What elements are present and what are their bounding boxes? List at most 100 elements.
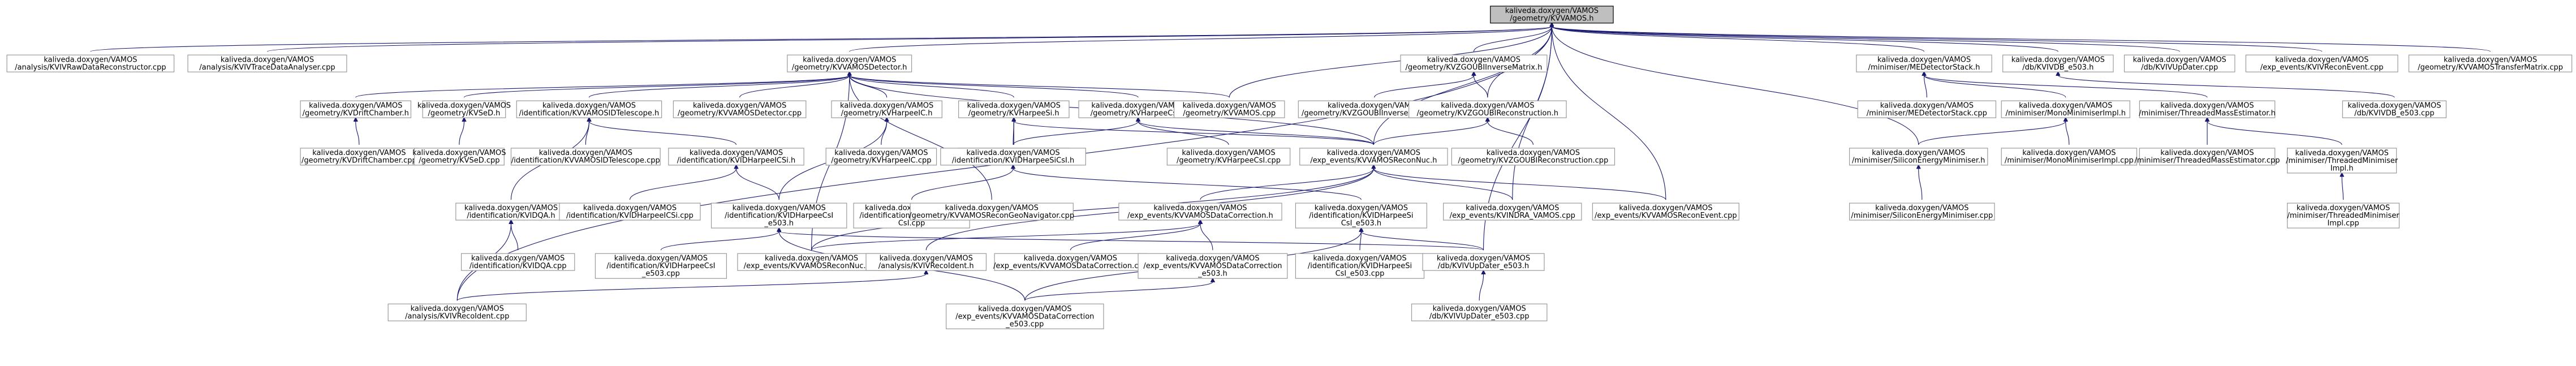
graph-node[interactable]: kaliveda.doxygen/VAMOS/analysis/KVIVTrac… [187, 54, 347, 72]
graph-node[interactable]: kaliveda.doxygen/VAMOS/minimiser/Silicon… [1849, 148, 1988, 166]
graph-node[interactable]: kaliveda.doxygen/VAMOS/analysis/KVIVReco… [387, 303, 527, 321]
graph-node[interactable]: kaliveda.doxygen/VAMOS/geometry/KVZGOUBI… [1400, 54, 1548, 72]
node-label: /identification/KVIDHarpeeSiCsI.h [952, 157, 1074, 165]
graph-node[interactable]: kaliveda.doxygen/VAMOS/db/KVIVDB_e503.cp… [2342, 100, 2447, 118]
graph-node[interactable]: kaliveda.doxygen/VAMOS/identification/KV… [516, 100, 662, 118]
graph-node[interactable]: kaliveda.doxygen/VAMOS/geometry/KVHarpee… [958, 100, 1070, 118]
edge-idharpeecsi_e503_h-idharpeecsi_e503_cpp [660, 231, 779, 251]
graph-node[interactable]: kaliveda.doxygen/VAMOS/minimiser/MEDetec… [1856, 54, 1992, 72]
graph-node[interactable]: kaliveda.doxygen/VAMOS/identification/KV… [460, 253, 575, 271]
graph-node[interactable]: kaliveda.doxygen/VAMOS/identification/KV… [710, 203, 847, 229]
graph-node[interactable]: kaliveda.doxygen/VAMOS/minimiser/Threade… [2286, 148, 2398, 174]
graph-node[interactable]: kaliveda.doxygen/VAMOS/geometry/KVVAMOSR… [909, 203, 1074, 221]
node-label: /exp_events/KVVAMOSDataCorrection [955, 312, 1094, 321]
graph-node[interactable]: kaliveda.doxygen/VAMOS/exp_events/KVVAMO… [1138, 253, 1288, 279]
graph-node[interactable]: kaliveda.doxygen/VAMOS/identification/KV… [455, 203, 567, 221]
graph-node[interactable]: kaliveda.doxygen/VAMOS/identification/KV… [595, 253, 727, 279]
edge-vamosdet_h-driftchamber_h [355, 75, 850, 98]
node-box [455, 203, 567, 221]
node-box [2139, 100, 2276, 118]
graph-node[interactable]: kaliveda.doxygen/VAMOS/geometry/KVVAMOSD… [787, 54, 912, 72]
graph-node[interactable]: kaliveda.doxygen/VAMOS/db/KVIVUpDater_e5… [1422, 253, 1545, 271]
graph-node[interactable]: kaliveda.doxygen/VAMOS/geometry/KVHarpee… [825, 148, 937, 166]
graph-node[interactable]: kaliveda.doxygen/VAMOS/exp_events/KVINDR… [1443, 203, 1582, 221]
node-label: kaliveda.doxygen/VAMOS [2160, 149, 2254, 157]
graph-node[interactable]: kaliveda.doxygen/VAMOS/db/KVIVUpDater.cp… [2123, 54, 2235, 72]
node-box [595, 253, 727, 279]
graph-node[interactable]: kaliveda.doxygen/VAMOS/exp_events/KVVAMO… [737, 253, 886, 271]
node-label: kaliveda.doxygen/VAMOS [840, 101, 933, 110]
graph-node[interactable]: kaliveda.doxygen/VAMOS/geometry/KVZGOUBI… [1408, 100, 1567, 118]
graph-node[interactable]: kaliveda.doxygen/VAMOS/geometry/KVVAMOSD… [673, 100, 807, 118]
graph-node[interactable]: kaliveda.doxygen/VAMOS/geometry/KVDriftC… [300, 148, 419, 166]
graph-node[interactable]: kaliveda.doxygen/VAMOS/geometry/KVVAMOST… [2408, 54, 2573, 72]
graph-node[interactable]: kaliveda.doxygen/VAMOS/minimiser/Threade… [2139, 100, 2276, 118]
graph-node[interactable]: kaliveda.doxygen/VAMOS/geometry/KVSeD.cp… [412, 148, 506, 166]
graph-node[interactable]: kaliveda.doxygen/VAMOS/db/KVIVUpDater_e5… [1411, 303, 1548, 321]
node-label: kaliveda.doxygen/VAMOS [1872, 149, 1965, 157]
node-box [994, 253, 1147, 271]
graph-node[interactable]: kaliveda.doxygen/VAMOS/identification/KV… [1295, 203, 1428, 229]
edges-layer [90, 27, 2491, 301]
graph-node[interactable]: kaliveda.doxygen/VAMOS/exp_events/KVVAMO… [946, 303, 1104, 329]
edge-zgoubi_rec_h-reconnuc_h [1373, 121, 1487, 145]
edge-idharpeesicsi_h-idharpeesicsi_cpp [911, 169, 1013, 200]
edge-harpeecsi_h-harpeecsi_cpp [1138, 121, 1229, 145]
graph-node[interactable]: kaliveda.doxygen/VAMOS/minimiser/Threade… [2287, 203, 2400, 229]
node-label: kaliveda.doxygen/VAMOS [967, 101, 1061, 110]
node-label: kaliveda.doxygen/VAMOS [2011, 55, 2105, 64]
node-label: _e503.h [764, 219, 794, 228]
graph-node[interactable]: kaliveda.doxygen/VAMOS/geometry/KVHarpee… [831, 100, 942, 118]
edge-vamosdet_h-recongeonav [850, 75, 992, 200]
graph-node[interactable]: kaliveda.doxygen/VAMOS/identification/KV… [510, 148, 661, 166]
node-label: /minimiser/MonoMinimiserImpl.h [2006, 109, 2126, 118]
node-label: /analysis/KVIVRecoIdent.h [878, 262, 974, 270]
graph-node[interactable]: kaliveda.doxygen/VAMOS/geometry/KVHarpee… [1166, 148, 1291, 166]
graph-node[interactable]: kaliveda.doxygen/VAMOS/minimiser/Threade… [2135, 148, 2280, 166]
graph-node[interactable]: kaliveda.doxygen/VAMOS/minimiser/MonoMin… [2001, 148, 2138, 166]
node-label: kaliveda.doxygen/VAMOS [1328, 101, 1421, 110]
node-box [958, 100, 1070, 118]
graph-node[interactable]: kaliveda.doxygen/VAMOS/exp_events/KVVAMO… [1592, 203, 1739, 221]
edge-siliconmin_h-siliconmin_cpp [1919, 169, 1923, 200]
node-box [413, 148, 505, 166]
graph-node[interactable]: kaliveda.doxygen/VAMOS/exp_events/KVVAMO… [1118, 203, 1282, 221]
graph-node[interactable]: kaliveda.doxygen/VAMOS/minimiser/MEDetec… [1857, 100, 1997, 118]
graph-node[interactable]: kaliveda.doxygen/VAMOS/minimiser/MonoMin… [2001, 100, 2130, 118]
node-box [1443, 203, 1582, 221]
edge-harpeeic_h-harpeeic_cpp [881, 121, 887, 145]
node-label: kaliveda.doxygen/VAMOS [1505, 7, 1599, 15]
edge-kvm-db_ivupdater [1552, 27, 2180, 52]
graph-node[interactable]: kaliveda.doxygen/VAMOS/identification/KV… [1295, 253, 1425, 279]
edge-idqa_h-idqa_cpp [511, 223, 519, 251]
graph-node[interactable]: kaliveda.doxygen/VAMOS/identification/KV… [668, 148, 804, 166]
graph-node[interactable]: kaliveda.doxygen/VAMOS/exp_events/KVVAMO… [993, 253, 1148, 271]
graph-node[interactable]: kaliveda.doxygen/VAMOS/minimiser/Silicon… [1849, 203, 1995, 221]
node-label: /geometry/KVVAMOSTransferMatrix.cpp [2418, 63, 2563, 72]
node-label: CsI.cpp [898, 219, 925, 228]
node-label: kaliveda.doxygen/VAMOS [1437, 254, 1530, 262]
node-label: /minimiser/MEDetectorStack.cpp [1867, 109, 1987, 118]
graph-node[interactable]: kaliveda.doxygen/VAMOS/geometry/KVDriftC… [300, 100, 412, 118]
node-box [187, 54, 347, 72]
graph-node[interactable]: kaliveda.doxygen/VAMOS/analysis/KVIVReco… [865, 253, 987, 271]
graph-node[interactable]: kaliveda.doxygen/VAMOS/db/KVIVDB_e503.h [2002, 54, 2114, 72]
edge-zgoubi_inv_h-zgoubi_rec_h [1474, 75, 1488, 98]
node-box [1856, 54, 1992, 72]
graph-node[interactable]: kaliveda.doxygen/VAMOS/geometry/KVVAMOS.… [1173, 100, 1285, 118]
node-label: _e503.cpp [641, 270, 680, 278]
graph-node[interactable]: kaliveda.doxygen/VAMOS/identification/KV… [559, 203, 701, 221]
graph-node[interactable]: kaliveda.doxygen/VAMOS/exp_events/KVIVRe… [2245, 54, 2398, 72]
node-box [2139, 148, 2276, 166]
node-box [1408, 100, 1567, 118]
graph-node[interactable]: kaliveda.doxygen/VAMOS/exp_events/KVVAMO… [1299, 148, 1448, 166]
edge-recolident_h-recolident_cpp [456, 274, 926, 301]
graph-node[interactable]: kaliveda.doxygen/VAMOS/identification/KV… [940, 148, 1086, 166]
graph-node[interactable]: kaliveda.doxygen/VAMOS/analysis/KVIVRawD… [6, 54, 175, 72]
edge-harpeecsi_h-idharpeesicsi_h [1013, 121, 1138, 145]
node-label: /minimiser/SiliconEnergyMinimiser.h [1852, 157, 1985, 165]
edge-kvm-kvvamostransfer [1552, 27, 2491, 52]
edge-vamosdet_h-kvsed_h [463, 75, 849, 98]
graph-node[interactable]: kaliveda.doxygen/VAMOS/geometry/KVSeD.h [417, 100, 511, 118]
graph-node[interactable]: kaliveda.doxygen/VAMOS/geometry/KVZGOUBI… [1451, 148, 1616, 166]
